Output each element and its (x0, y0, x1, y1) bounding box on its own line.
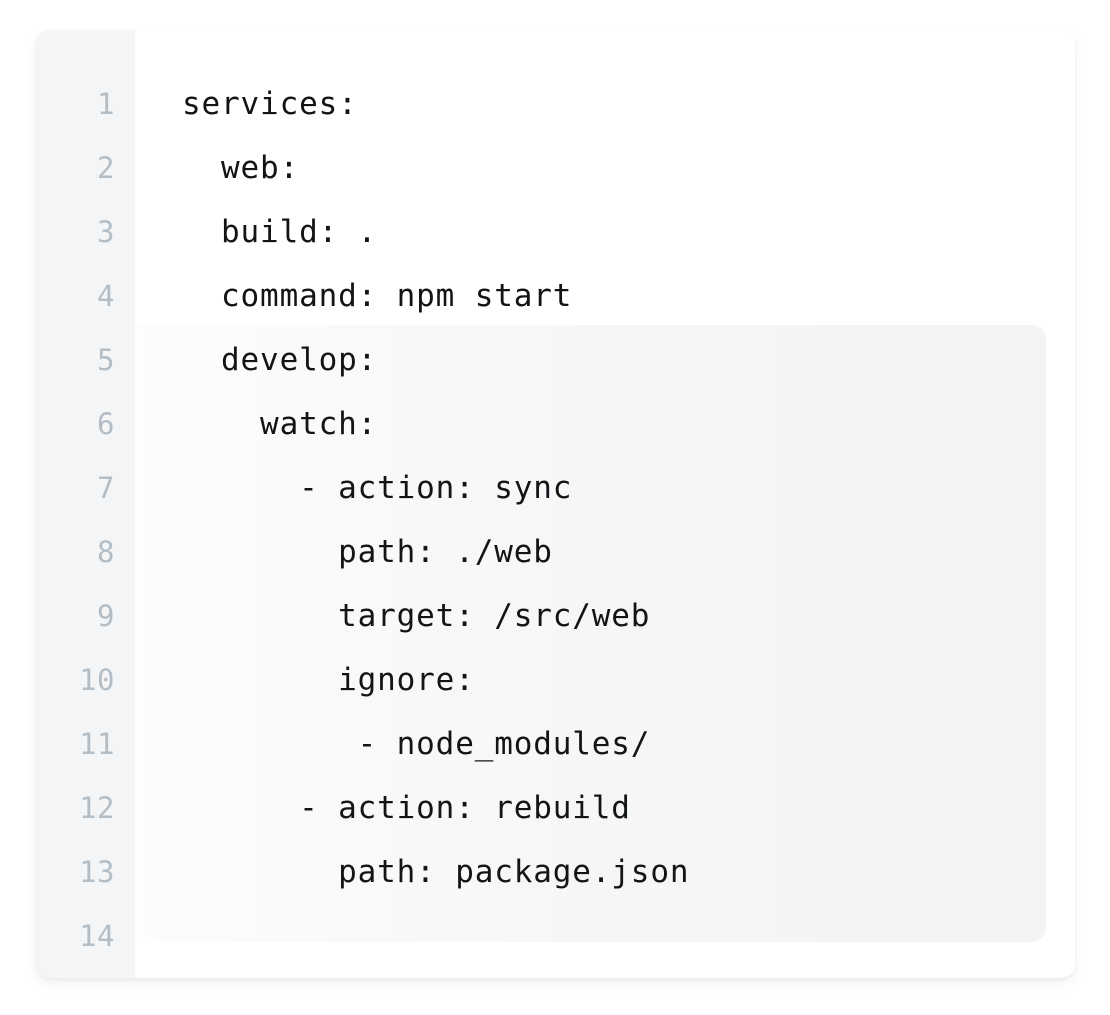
line-number: 2 (97, 151, 115, 185)
line-number: 13 (79, 855, 115, 889)
code-line-text: path: package.json (182, 854, 690, 890)
line-number: 3 (97, 215, 115, 249)
line-number: 11 (79, 727, 115, 761)
code-line[interactable]: 9 target: /src/web (36, 584, 1075, 648)
code-line-text: - action: rebuild (182, 790, 631, 826)
code-line[interactable]: 10 ignore: (36, 648, 1075, 712)
line-number: 10 (79, 663, 115, 697)
code-line[interactable]: 14 (36, 904, 1075, 968)
code-line-text: watch: (182, 406, 378, 442)
line-number: 7 (97, 471, 115, 505)
code-line[interactable]: 5 develop: (36, 328, 1075, 392)
code-line-text: ignore: (182, 662, 475, 698)
code-line-text: target: /src/web (182, 598, 651, 634)
code-line-text: command: npm start (182, 278, 573, 314)
code-line-text: build: . (182, 214, 378, 250)
code-line[interactable]: 8 path: ./web (36, 520, 1075, 584)
code-line[interactable]: 4 command: npm start (36, 264, 1075, 328)
code-line-text: - action: sync (182, 470, 573, 506)
line-number: 9 (97, 599, 115, 633)
code-line-text: path: ./web (182, 534, 553, 570)
code-line-text: services: (182, 86, 358, 122)
code-line-text: develop: (182, 342, 378, 378)
code-line[interactable]: 11 - node_modules/ (36, 712, 1075, 776)
line-number: 6 (97, 407, 115, 441)
code-line[interactable]: 13 path: package.json (36, 840, 1075, 904)
line-number: 12 (79, 791, 115, 825)
code-line[interactable]: 12 - action: rebuild (36, 776, 1075, 840)
code-line[interactable]: 1 services: (36, 72, 1075, 136)
code-line[interactable]: 2 web: (36, 136, 1075, 200)
code-line-text: - node_modules/ (182, 726, 651, 762)
line-number: 1 (97, 87, 115, 121)
highlighted-code-block (135, 325, 1046, 942)
line-number: 5 (97, 343, 115, 377)
code-line[interactable]: 6 watch: (36, 392, 1075, 456)
code-line[interactable]: 7 - action: sync (36, 456, 1075, 520)
line-number: 4 (97, 279, 115, 313)
code-line-text: web: (182, 150, 300, 186)
line-number: 14 (79, 919, 115, 953)
line-number-gutter (36, 30, 135, 978)
line-number: 8 (97, 535, 115, 569)
code-line[interactable]: 3 build: . (36, 200, 1075, 264)
